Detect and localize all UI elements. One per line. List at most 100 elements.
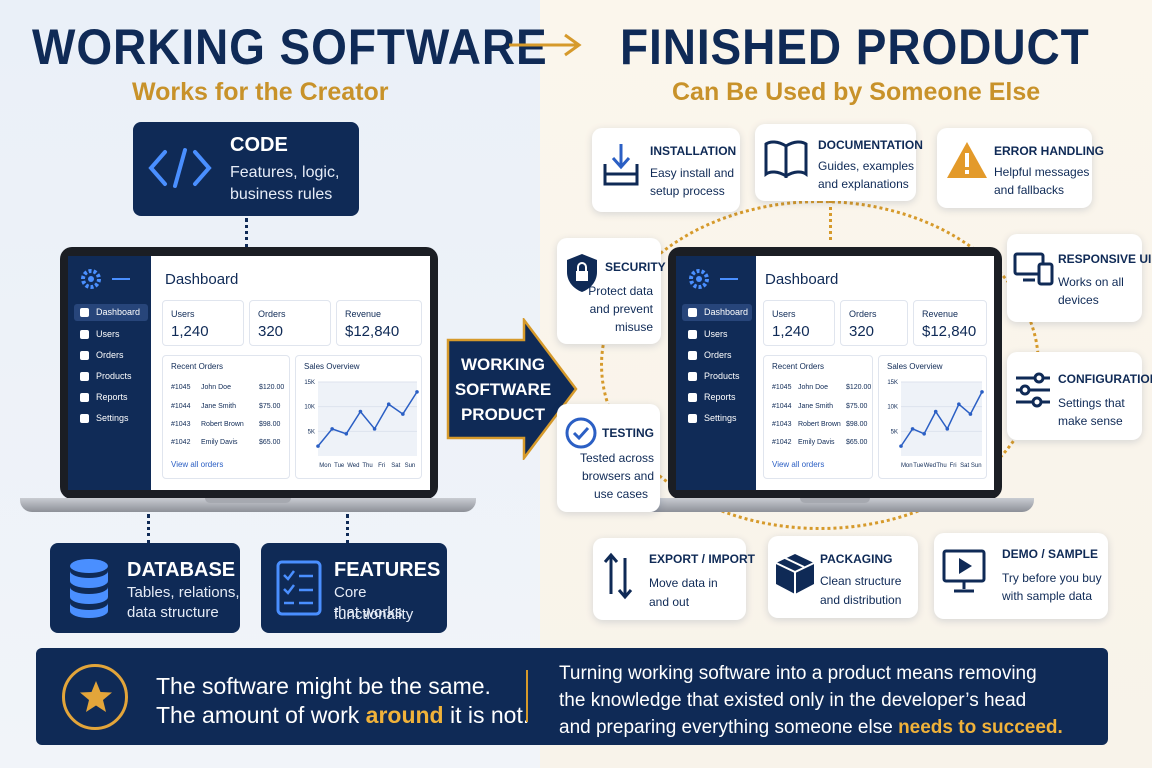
- responsive-ui-title: RESPONSIVE UI: [1058, 252, 1152, 266]
- sidebar-item-settings[interactable]: Settings: [682, 410, 737, 427]
- sidebar-item-reports[interactable]: Reports: [74, 389, 128, 406]
- data-point: [933, 409, 938, 414]
- sliders-icon: [1016, 372, 1050, 408]
- recent-orders-title: Recent Orders: [171, 362, 224, 371]
- sidebar-item-products[interactable]: Products: [74, 368, 132, 385]
- package-box-icon: [775, 554, 815, 594]
- code-box: CODE Features, logic, business rules: [133, 122, 359, 216]
- sidebar: Dashboard Users Orders Products Reports …: [68, 256, 151, 490]
- stat-revenue: Revenue$12,840: [913, 300, 987, 346]
- packaging-desc-2: and distribution: [820, 593, 902, 607]
- code-desc-2: business rules: [230, 186, 333, 203]
- x-tick-label: Tue: [334, 463, 345, 469]
- database-title: DATABASE: [127, 559, 236, 581]
- database-icon: [70, 559, 108, 618]
- sidebar-item-orders[interactable]: Orders: [682, 347, 732, 364]
- left-subtitle: Works for the Creator: [132, 78, 389, 106]
- center-arrow-label: WORKING SOFTWARE PRODUCT: [454, 355, 552, 424]
- view-all-orders-link[interactable]: View all orders: [171, 460, 224, 469]
- check-circle-icon: [565, 417, 597, 449]
- error-handling-title: ERROR HANDLING: [994, 144, 1104, 158]
- banner-right-line-2: the knowledge that existed only in the d…: [559, 690, 1027, 711]
- responsive-ui-card: RESPONSIVE UI Works on all devices: [1007, 234, 1151, 322]
- view-all-orders-link[interactable]: View all orders: [772, 460, 825, 469]
- gear-logo-icon: [81, 269, 101, 289]
- responsive-ui-desc-2: devices: [1058, 293, 1099, 307]
- banner-left-line-1: The software might be the same.: [156, 673, 491, 699]
- sidebar-item-dashboard[interactable]: Dashboard: [682, 304, 752, 321]
- sidebar-item-users[interactable]: Users: [74, 326, 120, 343]
- data-point: [899, 444, 903, 448]
- star-badge: [62, 664, 128, 730]
- error-handling-card: ERROR HANDLING Helpful messages and fall…: [937, 128, 1104, 208]
- data-point: [386, 402, 391, 406]
- documentation-desc-1: Guides, examples: [818, 159, 915, 173]
- packaging-desc-1: Clean structure: [820, 574, 902, 588]
- export-import-desc-1: Move data in: [649, 576, 718, 590]
- bottom-banner: The software might be the same. The amou…: [36, 648, 1108, 745]
- x-tick-label: Sun: [971, 463, 982, 469]
- installation-title: INSTALLATION: [650, 144, 737, 158]
- data-point: [415, 390, 419, 394]
- sidebar-item-settings[interactable]: Settings: [74, 410, 129, 427]
- demo-sample-desc-2: with sample data: [1002, 589, 1093, 603]
- x-tick-label: Sun: [405, 463, 416, 469]
- sidebar-item-orders[interactable]: Orders: [74, 347, 124, 364]
- right-title: FINISHED PRODUCT: [620, 19, 1090, 75]
- series-line: [317, 391, 418, 447]
- documentation-desc-2: and explanations: [818, 177, 909, 191]
- sales-overview-title: Sales Overview: [304, 362, 360, 371]
- monitor-play-icon: [942, 549, 986, 593]
- data-point: [945, 427, 950, 431]
- install-icon: [603, 144, 639, 186]
- testing-desc-2: browsers and: [581, 469, 654, 483]
- code-title: CODE: [230, 134, 288, 156]
- x-tick-label: Thu: [362, 463, 372, 469]
- configuration-title: CONFIGURATION: [1058, 372, 1152, 386]
- sidebar: Dashboard Users Orders Products Reports …: [676, 256, 756, 490]
- sidebar-item-users[interactable]: Users: [682, 326, 728, 343]
- demo-sample-card: DEMO / SAMPLE Try before you buy with sa…: [934, 533, 1108, 619]
- title-arrow-icon: [509, 33, 582, 57]
- left-title: WORKING SOFTWARE: [32, 19, 548, 75]
- documentation-title: DOCUMENTATION: [818, 138, 923, 152]
- sidebar-item-products[interactable]: Products: [682, 368, 740, 385]
- data-point: [358, 409, 363, 414]
- banner-right-line-1: Turning working software into a product …: [559, 663, 1037, 684]
- recent-orders-title: Recent Orders: [772, 362, 825, 371]
- installation-card: INSTALLATION Easy install and setup proc…: [592, 128, 740, 212]
- data-point: [344, 432, 349, 436]
- right-subtitle: Can Be Used by Someone Else: [672, 78, 1041, 106]
- sidebar-item-dashboard[interactable]: Dashboard: [74, 304, 148, 321]
- sidebar-item-reports[interactable]: Reports: [682, 389, 736, 406]
- responsive-ui-desc-1: Works on all: [1058, 275, 1124, 289]
- testing-title: TESTING: [602, 426, 655, 440]
- banner-right-line-3: and preparing everything someone else ne…: [559, 717, 1063, 738]
- demo-sample-desc-1: Try before you buy: [1002, 571, 1102, 585]
- transfer-arrows-icon: [603, 552, 633, 600]
- data-point: [968, 412, 973, 416]
- data-point: [910, 427, 915, 431]
- x-tick-label: Wed: [924, 463, 936, 469]
- configuration-desc-2: make sense: [1058, 414, 1123, 428]
- connector: [147, 514, 150, 544]
- configuration-card: CONFIGURATION Settings that make sense: [1007, 352, 1152, 440]
- x-tick-label: Thu: [936, 463, 946, 469]
- export-import-card: EXPORT / IMPORT Move data in and out: [593, 538, 755, 620]
- data-point: [957, 402, 961, 406]
- y-tick-label: 5K: [891, 429, 898, 435]
- error-handling-desc-1: Helpful messages: [994, 165, 1090, 179]
- series-line: [900, 391, 983, 447]
- x-tick-label: Mon: [901, 463, 913, 469]
- chart-plot-area: [318, 382, 417, 456]
- packaging-title: PACKAGING: [820, 552, 893, 566]
- security-desc-1: Protect data: [588, 284, 653, 298]
- banner-left-line-2: The amount of work around it is not.: [156, 702, 530, 728]
- installation-desc-2: setup process: [650, 184, 725, 198]
- security-title: SECURITY: [605, 260, 666, 274]
